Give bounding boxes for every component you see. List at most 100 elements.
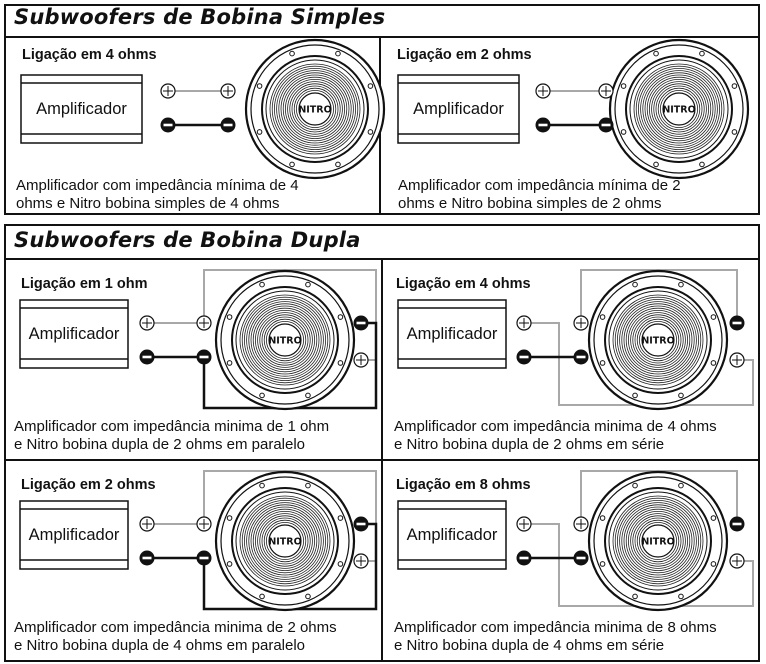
section-divider	[6, 36, 758, 38]
negative-terminal-icon	[353, 315, 369, 331]
negative-terminal-icon	[729, 516, 745, 532]
amplifier-box	[19, 500, 129, 570]
amplifier-box	[397, 74, 520, 144]
subwoofer-dual-coil: NITRO	[587, 269, 729, 411]
panel-title: Ligação em 4 ohms	[396, 276, 531, 292]
subwoofer-dual-coil: NITRO	[214, 269, 356, 411]
nitro-logo: NITRO	[268, 336, 301, 347]
amplifier-label: Amplificador	[28, 325, 120, 343]
negative-terminal-icon	[196, 550, 212, 566]
nitro-logo: NITRO	[268, 537, 301, 548]
positive-terminal-icon	[729, 553, 745, 569]
panel-dual-1-ohm: Ligação em 1 ohm NITRO Amplificador Ampl…	[6, 260, 381, 459]
positive-terminal-icon	[353, 352, 369, 368]
nitro-logo: NITRO	[641, 336, 674, 347]
negative-terminal-icon	[516, 550, 532, 566]
negative-terminal-icon	[573, 349, 589, 365]
wiring-diagram: NITRO	[20, 38, 386, 180]
panel-title: Ligação em 2 ohms	[21, 477, 156, 493]
negative-terminal-icon	[160, 117, 176, 133]
positive-terminal-icon	[516, 516, 532, 532]
panel-title: Ligação em 1 ohm	[21, 276, 148, 292]
caption: Amplificador com impedância mínima de 4 …	[16, 177, 299, 213]
panel-single-2-ohms: Ligação em 2 ohms NITRO Amplificador Amp…	[381, 38, 760, 213]
wiring-diagram: NITRO	[19, 470, 378, 612]
caption: Amplificador com impedância minima de 4 …	[394, 418, 717, 454]
subwoofer-dual-coil: NITRO	[214, 470, 356, 612]
caption-line: ohms e Nitro bobina simples de 2 ohms	[398, 195, 662, 212]
positive-terminal-icon	[573, 516, 589, 532]
positive-terminal-icon	[139, 315, 155, 331]
caption-line: Amplificador com impedância minima de 1 …	[14, 418, 330, 435]
positive-wire	[147, 269, 377, 361]
positive-terminal-icon	[516, 315, 532, 331]
negative-terminal-icon	[139, 550, 155, 566]
panel-dual-4-ohms: Ligação em 4 ohms NITRO Amplificador Amp…	[383, 260, 760, 459]
section-title-dual: Subwoofers de Bobina Dupla	[14, 228, 361, 252]
panel-dual-8-ohms: Ligação em 8 ohms NITRO Amplificador Amp…	[383, 461, 760, 660]
subwoofer-single-coil: NITRO	[608, 38, 750, 180]
negative-terminal-icon	[139, 349, 155, 365]
wiring-diagram: NITRO	[397, 470, 754, 612]
caption-line: Amplificador com impedância minima de 2 …	[14, 619, 337, 636]
amplifier-box	[20, 74, 143, 144]
amplifier-label: Amplificador	[413, 100, 504, 118]
negative-terminal-icon	[573, 550, 589, 566]
panel-single-4-ohms: Ligação em 4 ohms NITRO Amplificador Amp…	[6, 38, 386, 213]
subwoofer-dual-coil: NITRO	[587, 470, 729, 612]
amplifier-label: Amplificador	[406, 526, 498, 544]
caption: Amplificador com impedância minima de 8 …	[394, 619, 717, 655]
dual-coil-section: Subwoofers de Bobina Dupla Ligação em 1 …	[4, 224, 760, 662]
amplifier-label: Amplificador	[406, 325, 498, 343]
section-title-single: Subwoofers de Bobina Simples	[14, 5, 386, 29]
nitro-logo: NITRO	[662, 105, 695, 116]
subwoofer-single-coil: NITRO	[244, 38, 386, 180]
caption: Amplificador com impedância minima de 2 …	[14, 619, 337, 655]
negative-terminal-icon	[729, 315, 745, 331]
amplifier-label: Amplificador	[36, 100, 127, 118]
panel-title: Ligação em 4 ohms	[22, 47, 157, 63]
positive-terminal-icon	[196, 315, 212, 331]
caption-line: e Nitro bobina dupla de 2 ohms em série	[394, 436, 665, 453]
caption-line: ohms e Nitro bobina simples de 4 ohms	[16, 195, 280, 212]
amplifier-box	[397, 500, 507, 570]
caption-line: Amplificador com impedância minima de 8 …	[394, 619, 717, 636]
wiring-diagram: NITRO	[397, 269, 754, 411]
positive-terminal-icon	[160, 83, 176, 99]
panel-title: Ligação em 8 ohms	[396, 477, 531, 493]
caption-line: Amplificador com impedância minima de 4 …	[394, 418, 717, 435]
negative-terminal-icon	[196, 349, 212, 365]
positive-terminal-icon	[729, 352, 745, 368]
negative-terminal-icon	[535, 117, 551, 133]
amplifier-label: Amplificador	[28, 526, 120, 544]
amplifier-box	[19, 299, 129, 369]
positive-terminal-icon	[353, 553, 369, 569]
positive-terminal-icon	[196, 516, 212, 532]
positive-wire	[524, 322, 754, 406]
negative-terminal-icon	[598, 117, 614, 133]
negative-terminal-icon	[220, 117, 236, 133]
single-coil-section: Subwoofers de Bobina Simples Ligação em …	[4, 4, 760, 215]
positive-terminal-icon	[535, 83, 551, 99]
caption: Amplificador com impedância minima de 1 …	[14, 418, 329, 454]
positive-wire	[147, 470, 377, 562]
caption-line: e Nitro bobina dupla de 4 ohms em série	[394, 637, 665, 654]
nitro-logo: NITRO	[641, 537, 674, 548]
caption-line: Amplificador com impedância mínima de 2	[398, 177, 681, 194]
amplifier-box	[397, 299, 507, 369]
panel-dual-2-ohms: Ligação em 2 ohms NITRO Amplificador Amp…	[6, 461, 381, 660]
caption: Amplificador com impedância mínima de 2 …	[398, 177, 681, 213]
wiring-diagram: NITRO	[19, 269, 378, 411]
positive-terminal-icon	[220, 83, 236, 99]
caption-line: e Nitro bobina dupla de 4 ohms em parale…	[14, 637, 306, 654]
panel-divider	[381, 258, 383, 660]
positive-terminal-icon	[598, 83, 614, 99]
caption-line: e Nitro bobina dupla de 2 ohms em parale…	[14, 436, 306, 453]
wiring-diagram: NITRO	[397, 38, 750, 180]
panel-title: Ligação em 2 ohms	[397, 47, 532, 63]
positive-terminal-icon	[139, 516, 155, 532]
negative-terminal-icon	[353, 516, 369, 532]
negative-terminal-icon	[516, 349, 532, 365]
caption-line: Amplificador com impedância mínima de 4	[16, 177, 299, 194]
positive-terminal-icon	[573, 315, 589, 331]
